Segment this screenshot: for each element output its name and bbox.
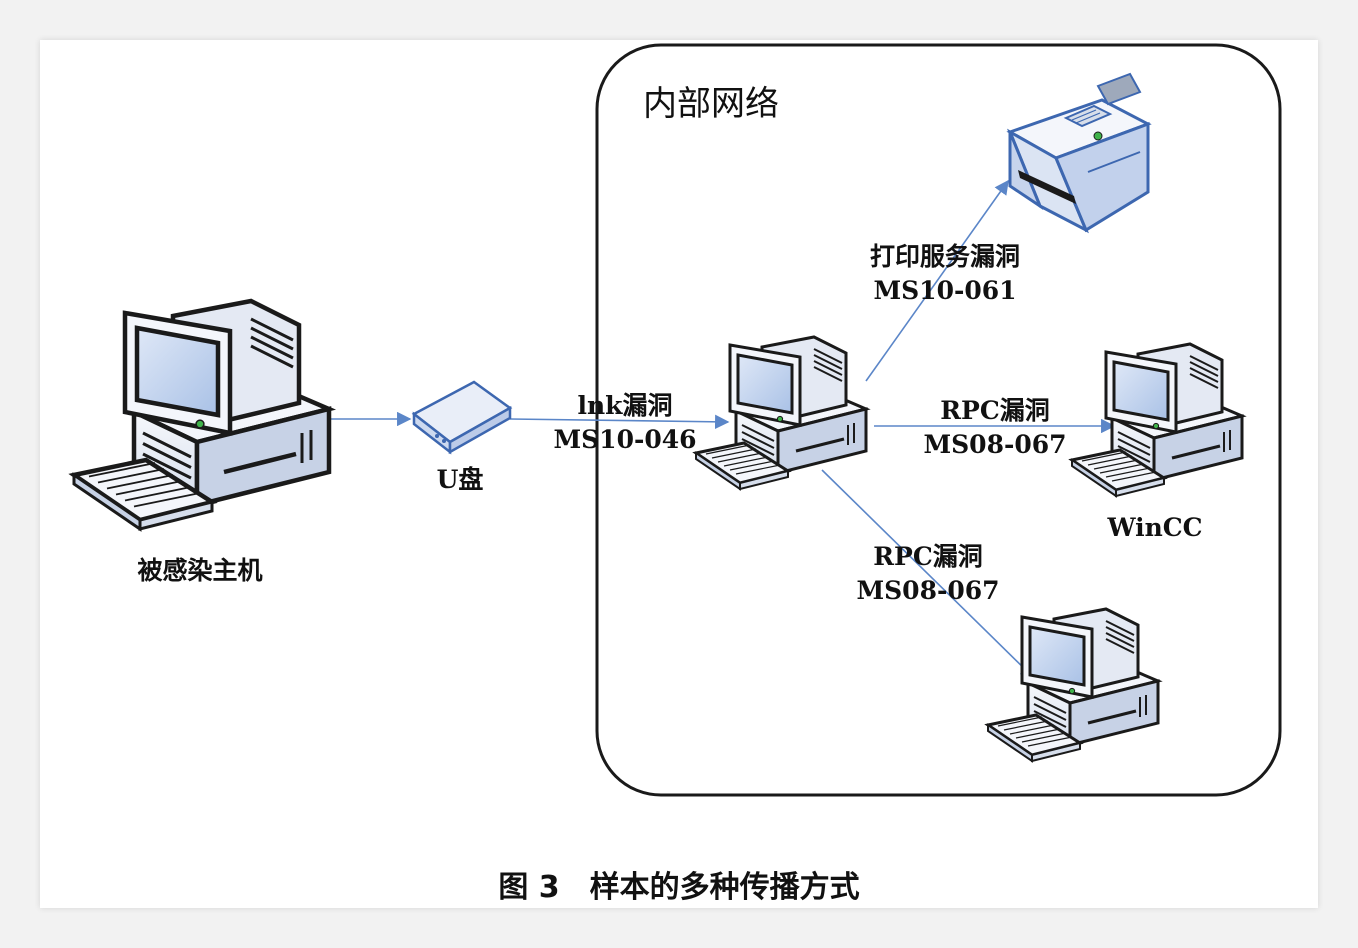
edge-label-print-line2: MS10-061 bbox=[873, 276, 1017, 305]
usb-drive-label: U盘 bbox=[436, 465, 484, 494]
wincc-computer bbox=[1070, 342, 1244, 498]
arrow-internal-pc-to-other-pc bbox=[821, 469, 1036, 680]
internal-network-title: 内部网络 bbox=[643, 84, 779, 124]
edge-label-print: 打印服务漏洞 MS10-061 bbox=[845, 240, 1045, 308]
edge-label-rpc-other-line2: MS08-067 bbox=[856, 576, 1000, 605]
figure-caption-text: 样本的多种传播方式 bbox=[589, 870, 860, 905]
wincc-label: WinCC bbox=[1107, 513, 1203, 542]
edge-label-rpc-other-line1: RPC漏洞 bbox=[873, 542, 983, 571]
internal-network-computer bbox=[694, 335, 868, 491]
edge-label-lnk-line2: MS10-046 bbox=[553, 425, 697, 454]
edge-label-rpc-wincc: RPC漏洞 MS08-067 bbox=[915, 394, 1075, 462]
target-computer bbox=[986, 607, 1160, 763]
edge-label-lnk-line1: lnk漏洞 bbox=[577, 391, 673, 420]
infected-host-label: 被感染主机 bbox=[137, 556, 263, 585]
infected-host-computer bbox=[74, 301, 329, 529]
printer-icon bbox=[1006, 72, 1152, 234]
edge-label-rpc-other: RPC漏洞 MS08-067 bbox=[848, 540, 1008, 608]
edge-label-lnk: lnk漏洞 MS10-046 bbox=[540, 389, 710, 457]
arrow-usb-to-internal-pc bbox=[509, 414, 730, 430]
edge-label-rpc-wincc-line2: MS08-067 bbox=[923, 430, 1067, 459]
edge-label-rpc-wincc-line1: RPC漏洞 bbox=[940, 396, 1050, 425]
arrow-internal-pc-to-printer bbox=[865, 179, 1009, 382]
figure-number: 图 3 bbox=[498, 870, 560, 905]
figure-caption: 图 3 样本的多种传播方式 bbox=[0, 868, 1358, 908]
connections bbox=[326, 179, 1116, 680]
edge-label-print-line1: 打印服务漏洞 bbox=[869, 242, 1020, 271]
usb-drive-icon bbox=[411, 380, 513, 455]
